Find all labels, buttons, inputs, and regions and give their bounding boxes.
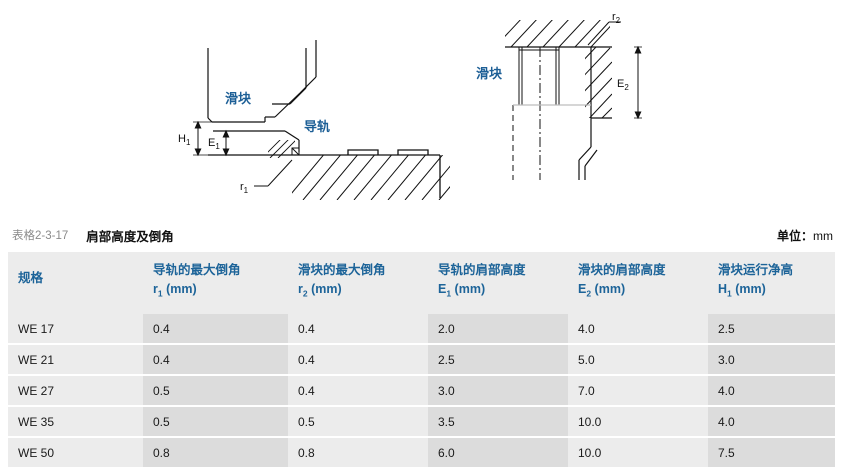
table-body: WE 17 0.4 0.4 2.0 4.0 2.5 WE 21 0.4 0.4 … (8, 314, 835, 467)
right-diagram-label-block: 滑块 (476, 66, 503, 81)
column-header-r2-line2: r2 (mm) (298, 282, 342, 299)
cell-h1: 7.5 (708, 437, 835, 467)
column-header-r2: 滑块的最大倒角 r2 (mm) (288, 252, 428, 314)
corner-radius-marker-left (291, 147, 300, 156)
caption-unit: 单位：mm (777, 227, 833, 244)
column-header-e1-line1: 导轨的肩部高度 (438, 263, 526, 277)
cell-e2: 10.0 (568, 437, 708, 467)
cell-e2: 4.0 (568, 314, 708, 345)
e2-dimension-right (634, 45, 642, 120)
table-row: WE 27 0.5 0.4 3.0 7.0 4.0 (8, 375, 835, 407)
left-cross-section (207, 40, 317, 156)
body-hatching-right (585, 47, 612, 118)
left-diagram-label-block: 滑块 (225, 91, 252, 106)
cell-e2: 7.0 (568, 375, 708, 407)
cell-e1: 3.0 (428, 375, 568, 407)
cell-h1: 4.0 (708, 406, 835, 438)
cell-spec: WE 35 (8, 406, 143, 438)
cell-e1: 2.5 (428, 344, 568, 376)
right-cross-section (505, 46, 612, 180)
cell-r1: 0.5 (143, 375, 288, 407)
left-diagram-label-rail: 导轨 (304, 119, 330, 134)
dim-h1-label: H1 (178, 133, 191, 147)
cell-spec: WE 21 (8, 344, 143, 376)
column-header-e1: 导轨的肩部高度 E1 (mm) (428, 252, 568, 314)
cell-r1: 0.4 (143, 314, 288, 345)
cell-h1: 4.0 (708, 375, 835, 407)
column-header-e2-line2: E2 (mm) (578, 282, 626, 299)
caption-title: 肩部高度及倒角 (86, 229, 174, 244)
cell-h1: 2.5 (708, 314, 835, 345)
ground-surface-left (292, 149, 441, 198)
caption-number: 表格2-3-17 (12, 230, 69, 242)
table-row: WE 21 0.4 0.4 2.5 5.0 3.0 (8, 344, 835, 376)
table-row: WE 35 0.5 0.5 3.5 10.0 4.0 (8, 406, 835, 438)
r2-leader-right (587, 21, 621, 46)
column-header-h1-line1: 滑块运行净高 (718, 263, 794, 277)
chamfer-hatching-left (268, 140, 295, 158)
cell-h1: 3.0 (708, 344, 835, 376)
column-header-h1: 滑块运行净高 H1 (mm) (708, 252, 835, 314)
column-header-e2: 滑块的肩部高度 E2 (mm) (568, 252, 708, 314)
cell-r2: 0.5 (288, 406, 428, 438)
table-row: WE 50 0.8 0.8 6.0 10.0 7.5 (8, 437, 835, 467)
dim-r2-label: r2 (612, 11, 621, 25)
caption-unit-value: mm (813, 228, 833, 243)
cell-spec: WE 50 (8, 437, 143, 467)
cell-r2: 0.8 (288, 437, 428, 467)
shoulder-height-chamfer-table: 规格 导轨的最大倒角 r1 (mm) 滑块的最大倒角 r2 (mm) 导轨的肩部… (8, 252, 835, 467)
cell-e1: 6.0 (428, 437, 568, 467)
cell-spec: WE 27 (8, 375, 143, 407)
caption-unit-separator: ： (800, 228, 813, 243)
technical-diagrams: r1 H1 E1 滑块 导轨 (0, 0, 843, 212)
column-header-spec: 规格 (8, 252, 143, 314)
bolt-hole-right (518, 47, 560, 105)
column-header-h1-line2: H1 (mm) (718, 282, 766, 299)
cell-e2: 10.0 (568, 406, 708, 438)
column-header-r1-line1: 导轨的最大倒角 (153, 263, 241, 277)
table-header-row: 规格 导轨的最大倒角 r1 (mm) 滑块的最大倒角 r2 (mm) 导轨的肩部… (8, 252, 835, 314)
dim-r1-label: r1 (240, 181, 249, 195)
cell-r2: 0.4 (288, 375, 428, 407)
cell-e1: 3.5 (428, 406, 568, 438)
cell-e2: 5.0 (568, 344, 708, 376)
table-row: WE 17 0.4 0.4 2.0 4.0 2.5 (8, 314, 835, 345)
h1-dimension-left (193, 120, 212, 157)
column-header-spec-line1: 规格 (18, 270, 44, 285)
dim-e1-label: E1 (208, 137, 220, 151)
dim-e2-label: E2 (617, 78, 629, 92)
cell-r1: 0.4 (143, 344, 288, 376)
caption-unit-label: 单位 (776, 228, 801, 243)
top-hatching-right (505, 20, 610, 47)
e1-dimension-left (222, 129, 230, 157)
column-header-r2-line1: 滑块的最大倒角 (298, 263, 386, 277)
cell-r2: 0.4 (288, 314, 428, 345)
column-header-r1: 导轨的最大倒角 r1 (mm) (143, 252, 288, 314)
cell-r2: 0.4 (288, 344, 428, 376)
cell-r1: 0.8 (143, 437, 288, 467)
r1-leader-left (254, 159, 293, 187)
column-header-e2-line1: 滑块的肩部高度 (578, 263, 666, 277)
column-header-e1-line2: E1 (mm) (438, 282, 486, 299)
cell-spec: WE 17 (8, 314, 143, 345)
ground-hatching-left (292, 155, 450, 200)
column-header-r1-line2: r1 (mm) (153, 282, 197, 299)
table-caption: 表格2-3-17 肩部高度及倒角 单位：mm (0, 222, 843, 248)
cell-e1: 2.0 (428, 314, 568, 345)
cell-r1: 0.5 (143, 406, 288, 438)
